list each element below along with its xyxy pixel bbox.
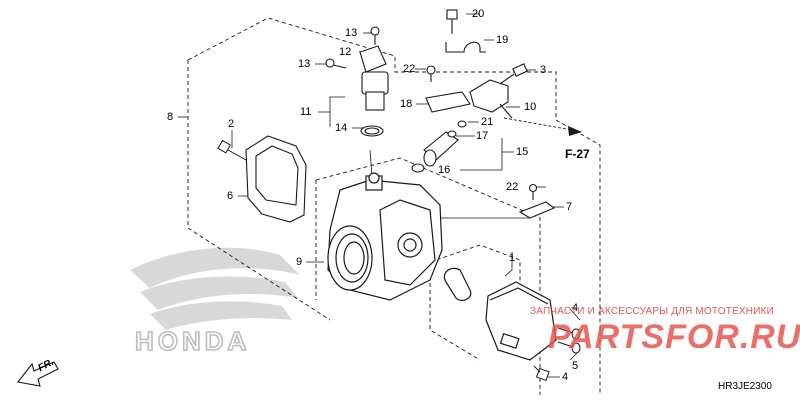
watermark-brand: PARTSFOR.RU	[548, 318, 800, 356]
callout-4b: 4	[562, 371, 569, 383]
callout-4a: 4	[572, 302, 579, 314]
part-7-plate	[518, 183, 556, 219]
honda-logo-text: HONDA	[135, 326, 250, 356]
callout-7: 7	[566, 201, 573, 213]
callout-1: 1	[509, 252, 516, 264]
part-6-cover	[245, 135, 307, 223]
callout-21: 21	[481, 116, 494, 128]
callout-22a: 22	[403, 63, 416, 75]
callout-3: 3	[540, 64, 547, 76]
part-11-sensor	[325, 26, 389, 137]
ref-label-f27: F-27	[565, 147, 590, 161]
callout-2: 2	[228, 118, 235, 130]
callout-16: 16	[438, 164, 451, 176]
callout-10: 10	[524, 101, 537, 113]
callout-6: 6	[227, 190, 234, 202]
ref-arrow	[503, 117, 582, 136]
callout-9: 9	[296, 256, 303, 268]
callout-8: 8	[167, 111, 174, 123]
part-9-throttle-body	[327, 172, 443, 301]
part-4-5-bolts	[533, 327, 581, 382]
part-1-sensor	[443, 267, 557, 361]
callout-18: 18	[400, 98, 413, 110]
watermark-tagline: ЗАПЧАСТИ И АКСЕССУАРЫ ДЛЯ МОТОТЕХНИКИ	[530, 306, 775, 317]
callout-14: 14	[335, 122, 348, 134]
callout-13a: 13	[345, 27, 358, 39]
front-arrow	[17, 361, 59, 387]
honda-wing-logo	[130, 247, 300, 330]
callout-15: 15	[516, 146, 529, 158]
callout-20: 20	[472, 8, 485, 20]
callout-13b: 13	[298, 58, 311, 70]
callout-22b: 22	[506, 181, 519, 193]
part-18-bracket	[425, 9, 486, 113]
callout-19: 19	[496, 34, 509, 46]
callout-12: 12	[339, 46, 352, 58]
callout-11: 11	[300, 106, 312, 118]
part-10-unit	[469, 63, 528, 119]
part-2-bolt	[217, 139, 247, 161]
callout-5: 5	[572, 360, 579, 372]
part-15-injector	[411, 120, 467, 173]
diagram-code: HR3JE2300	[718, 381, 772, 392]
callout-17: 17	[476, 130, 489, 142]
